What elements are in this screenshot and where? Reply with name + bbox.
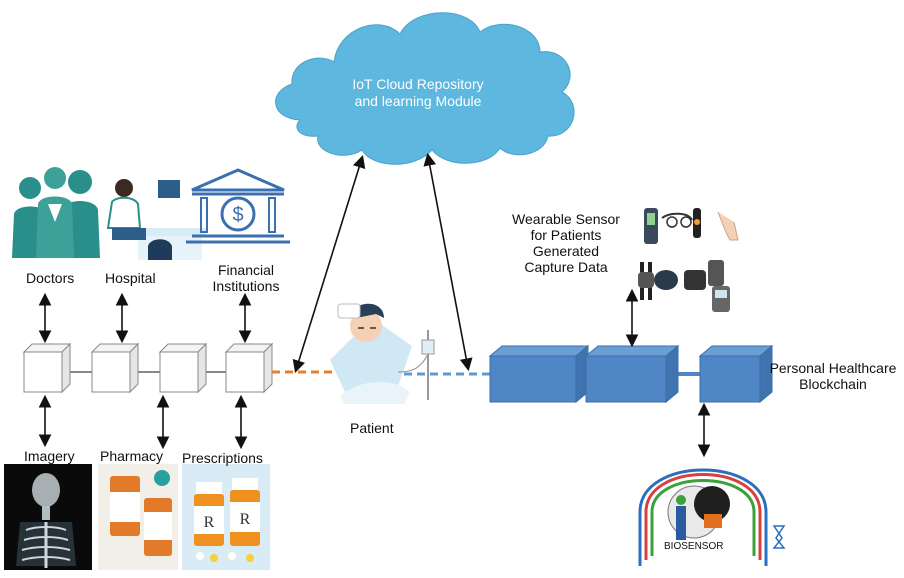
white-block: [224, 342, 274, 394]
financial-label-line1: Financial: [217, 262, 275, 278]
white-block: [22, 342, 72, 394]
doctors-label: Doctors: [26, 270, 75, 286]
arrow-cloud-right: [423, 152, 473, 372]
wearable-label-line3: Generated: [532, 243, 600, 259]
white-block-chain: [22, 342, 274, 394]
wearable-label-line2: for Patients: [530, 227, 602, 243]
imagery-xray-image: [4, 464, 92, 570]
cloud-label-line2: and learning Module: [354, 93, 482, 109]
wearable-label-line1: Wearable Sensor: [512, 211, 620, 227]
prescriptions-label: Prescriptions: [182, 450, 263, 466]
patient-label: Patient: [350, 420, 394, 436]
wearable-label: Wearable Sensor for Patients Generated C…: [500, 211, 632, 275]
hospital-label: Hospital: [105, 270, 156, 286]
white-block: [158, 342, 208, 394]
prescriptions-image: R R: [182, 464, 270, 570]
pharmacy-image: [98, 464, 178, 570]
pharmacy-label: Pharmacy: [100, 448, 164, 464]
svg-text:R: R: [204, 514, 215, 531]
blockchain-label-line2: Blockchain: [799, 376, 867, 392]
white-block: [90, 342, 140, 394]
cloud-label-line1: IoT Cloud Repository: [352, 76, 484, 92]
financial-label-line2: Institutions: [212, 278, 280, 294]
cloud-label: IoT Cloud Repository and learning Module: [318, 76, 518, 110]
svg-text:R: R: [240, 511, 251, 528]
doctors-icon: [12, 167, 100, 258]
blue-block-chain: [488, 344, 774, 404]
hospital-icon: [106, 179, 206, 260]
blockchain-label: Personal Healthcare Blockchain: [766, 360, 900, 392]
arrow-cloud-left: [292, 154, 366, 374]
bank-icon: $: [186, 168, 290, 244]
patient-illustration: [330, 303, 435, 404]
svg-text:$: $: [232, 204, 243, 226]
blue-block: [488, 344, 590, 404]
biosensor-label: BIOSENSOR: [664, 541, 724, 552]
biosensor-icon: [638, 468, 786, 566]
blue-block: [698, 344, 774, 404]
cloud-shape: [275, 12, 575, 165]
blockchain-label-line1: Personal Healthcare: [769, 360, 897, 376]
wearable-devices-icon: [638, 208, 739, 312]
financial-label: Financial Institutions: [206, 262, 286, 294]
imagery-label: Imagery: [24, 448, 75, 464]
blue-block: [584, 344, 680, 404]
wearable-label-line4: Capture Data: [524, 259, 608, 275]
